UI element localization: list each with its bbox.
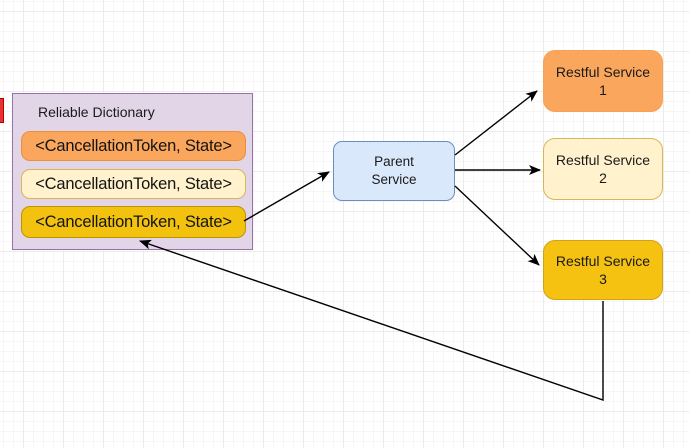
parent-service-node[interactable]: Parent Service bbox=[333, 141, 455, 201]
connector-dictionary-to-parent[interactable] bbox=[243, 171, 330, 222]
restful-service-3-number: 3 bbox=[599, 271, 607, 287]
reliable-dictionary-title: Reliable Dictionary bbox=[38, 104, 155, 120]
parent-service-label-line2: Service bbox=[371, 172, 417, 187]
restful-service-1-number: 1 bbox=[599, 82, 607, 98]
restful-service-3-node[interactable]: Restful Service 3 bbox=[543, 240, 663, 300]
dictionary-entry-1-label: <CancellationToken, State> bbox=[35, 136, 232, 155]
dictionary-entry-3-label: <CancellationToken, State> bbox=[35, 212, 232, 231]
connector-parent-to-restful-3[interactable] bbox=[454, 185, 540, 266]
connector-restful-3-to-dictionary[interactable] bbox=[139, 239, 604, 401]
restful-service-1-node[interactable]: Restful Service 1 bbox=[543, 50, 663, 112]
reliable-dictionary-container[interactable]: Reliable Dictionary <CancellationToken, … bbox=[12, 93, 253, 250]
connector-parent-to-restful-1[interactable] bbox=[454, 90, 538, 156]
restful-service-1-label: Restful Service bbox=[555, 64, 651, 80]
red-edge-shape[interactable] bbox=[0, 98, 4, 123]
restful-service-2-label: Restful Service bbox=[555, 152, 651, 168]
restful-service-2-node[interactable]: Restful Service 2 bbox=[543, 138, 663, 200]
dictionary-entry-3[interactable]: <CancellationToken, State> bbox=[21, 206, 246, 238]
dictionary-entry-2[interactable]: <CancellationToken, State> bbox=[21, 169, 246, 199]
parent-service-label-line1: Parent bbox=[374, 154, 414, 169]
dictionary-entry-2-label: <CancellationToken, State> bbox=[35, 174, 232, 193]
restful-service-3-label: Restful Service bbox=[555, 253, 651, 269]
restful-service-2-number: 2 bbox=[599, 170, 607, 186]
dictionary-entry-1[interactable]: <CancellationToken, State> bbox=[21, 131, 246, 161]
